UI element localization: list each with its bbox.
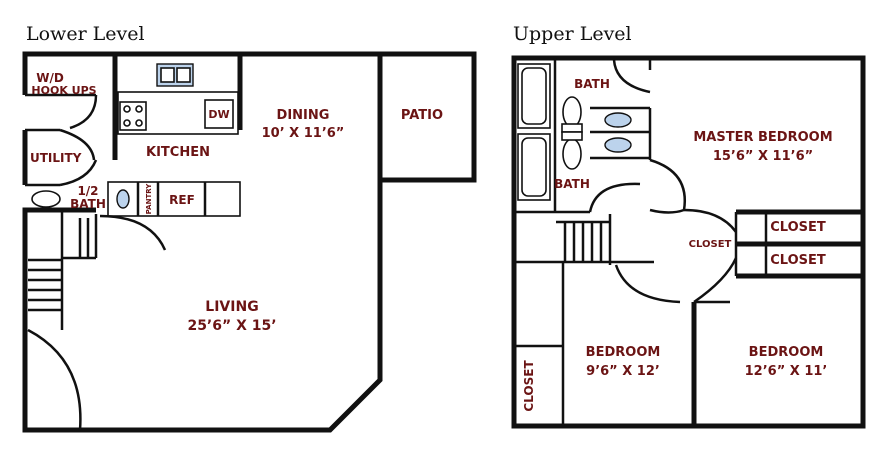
lower-level-title: Lower Level [26, 23, 145, 45]
kitchen-label: KITCHEN [146, 145, 210, 160]
upper-stairs [514, 214, 654, 265]
living-label: LIVING [205, 299, 258, 315]
wd-door-swing [69, 94, 98, 130]
small-closet-label: CLOSET [689, 239, 732, 250]
lower-labels: W/D HOOK UPS UTILITY 1/2 BATH KITCHEN DW… [30, 71, 443, 334]
pantry-label: PANTRY [145, 183, 153, 215]
lower-stairs [28, 210, 98, 330]
utility-label: UTILITY [30, 151, 82, 165]
master-bedroom-size: 15’6” X 11’6” [713, 149, 813, 164]
lower-fixtures [31, 63, 234, 209]
ref-pantry-block [107, 181, 241, 217]
upper-fixtures [517, 63, 632, 201]
bath-door-swing [612, 59, 651, 94]
bedroom-right-label: BEDROOM [749, 345, 824, 360]
upper-level-walls [511, 55, 866, 429]
dining-size: 10’ X 11’6” [262, 126, 345, 141]
half-bath-label: BATH [70, 197, 106, 211]
utility-door-swing [59, 128, 96, 161]
upper-level-title: Upper Level [513, 23, 632, 45]
bedroom-right-door-swing [693, 257, 738, 304]
dining-label: DINING [277, 108, 330, 123]
bedroom-right-size: 12’6” X 11’ [745, 364, 828, 379]
closet-1-label: CLOSET [770, 220, 826, 235]
wd-label: W/D [36, 71, 64, 85]
living-size: 25’6” X 15’ [187, 318, 276, 334]
vertical-closet-label: CLOSET [522, 360, 536, 412]
closet-door-swing [683, 208, 738, 233]
ref-label: REF [169, 193, 195, 207]
half-bath-toilet-icon [31, 190, 61, 208]
upper-vanity-sink-icon [604, 112, 632, 128]
stove-icon [119, 101, 147, 131]
upper-labels: BATH BATH MASTER BEDROOM 15’6” X 11’6” C… [522, 77, 833, 412]
half-bath-number: 1/2 [77, 184, 98, 198]
bath-top-label: BATH [574, 77, 610, 91]
bedroom-left-label: BEDROOM [586, 345, 661, 360]
bedroom-door-swing [614, 264, 681, 304]
half-bath-sink-icon [116, 189, 130, 209]
master-bedroom-label: MASTER BEDROOM [693, 130, 832, 145]
entry-door-swing [27, 328, 82, 431]
bath-bottom-label: BATH [554, 177, 590, 191]
patio-label: PATIO [401, 108, 443, 123]
closet-2-label: CLOSET [770, 253, 826, 268]
dw-label: DW [208, 108, 229, 121]
wd-hookups-label: HOOK UPS [31, 84, 96, 97]
lower-toilet-icon [562, 138, 582, 170]
master-door-swing [649, 158, 687, 214]
halfbath-door-swing [99, 214, 167, 251]
upper-toilet-icon [562, 96, 582, 128]
bath-door-swing-2 [588, 182, 641, 213]
bedroom-left-size: 9’6” X 12’ [586, 364, 660, 379]
utility-door-swing-2 [59, 159, 98, 187]
lower-vanity-sink-icon [604, 137, 632, 153]
dishwasher-icon [204, 99, 234, 129]
